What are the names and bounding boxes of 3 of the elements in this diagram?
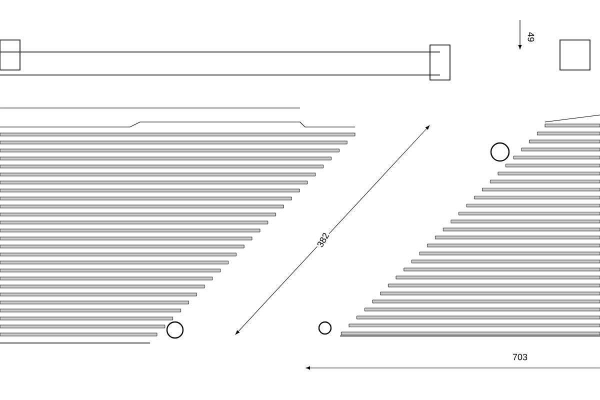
- label: 382: [317, 232, 330, 248]
- label: 49: [528, 32, 534, 42]
- label: 703: [512, 354, 528, 360]
